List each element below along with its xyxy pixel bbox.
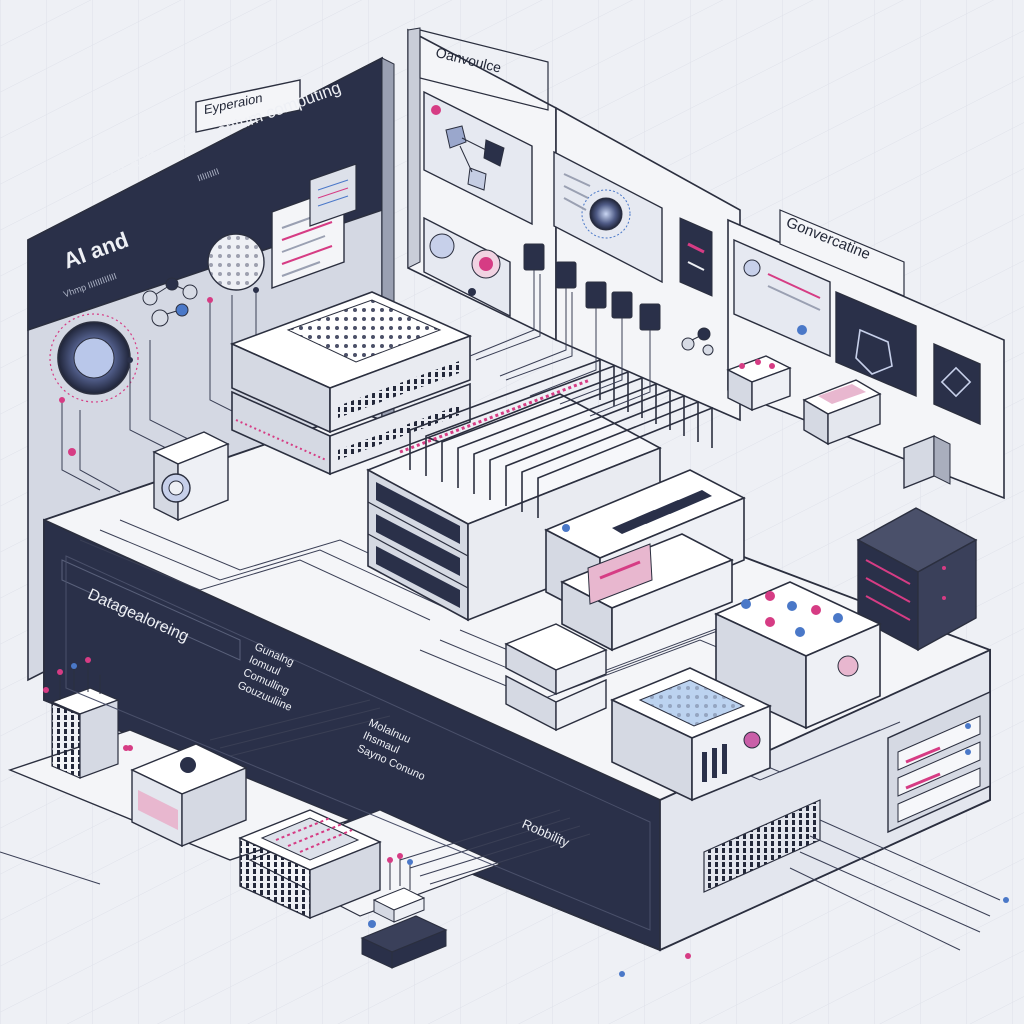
center-slot-device — [679, 217, 713, 297]
security-badge-icon — [933, 342, 981, 426]
molecule-screen — [423, 90, 533, 226]
pink-module — [802, 379, 882, 446]
node-cluster-icon — [681, 327, 714, 356]
left-panel-tab — [195, 79, 301, 133]
quantum-chip-box — [610, 667, 772, 802]
orb-screen — [423, 216, 511, 318]
sensor-box — [152, 431, 230, 522]
floor-device-box — [130, 743, 248, 848]
small-rack-left — [43, 657, 129, 779]
network-sphere-icon — [207, 233, 265, 291]
radar-screen — [553, 150, 663, 284]
data-bus-cables — [409, 358, 713, 518]
front-panel-frame — [65, 555, 651, 931]
floor-wiring — [0, 699, 1009, 977]
floor-dark-module — [360, 853, 448, 969]
right-text-screen — [733, 238, 831, 358]
cable-bundle — [469, 270, 651, 417]
floor-chip-box — [238, 809, 382, 920]
drive-bay — [887, 690, 991, 834]
quantum-orb-icon — [49, 313, 139, 403]
cable-icon — [523, 243, 661, 331]
shield-icon — [835, 290, 917, 398]
wall-connector — [903, 434, 951, 490]
chip-icon — [309, 163, 357, 227]
junction-block — [726, 355, 792, 412]
dotted-server — [714, 581, 882, 730]
molecule-icon — [142, 277, 198, 327]
server-rack-icon — [229, 291, 473, 476]
small-module-a — [504, 623, 608, 732]
display-server — [560, 533, 734, 652]
